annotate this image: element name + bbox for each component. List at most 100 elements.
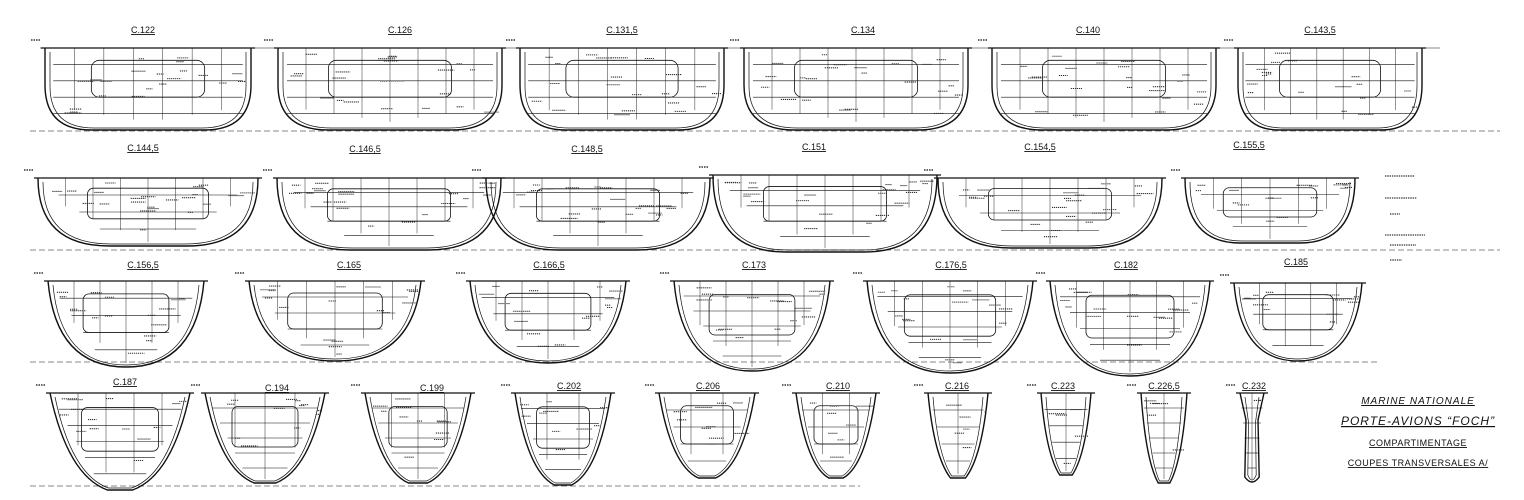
hull-section: C.151: [699, 142, 941, 253]
inner-shell: [253, 284, 417, 360]
hull-section: C.187: [36, 377, 194, 491]
hull-outline: [1237, 48, 1423, 131]
hull-section: C.206: [645, 381, 759, 479]
compartment-box: [565, 59, 679, 98]
hull-section: C.148,5: [472, 144, 714, 251]
hull-outline: [743, 48, 969, 131]
section-label: C.151: [802, 142, 826, 152]
inner-shell: [1242, 52, 1418, 129]
inner-shell: [281, 181, 497, 249]
inner-shell: [369, 396, 467, 482]
inner-shell: [663, 396, 751, 477]
hull-outline: [795, 392, 877, 479]
section-label: C.155,5: [1233, 140, 1265, 150]
section-label: C.173: [742, 260, 766, 270]
section-label: C.146,5: [349, 144, 381, 154]
title-line-2: PORTE-AVIONS “FOCH”: [1341, 414, 1495, 428]
section-label: C.216: [945, 381, 969, 391]
section-label: C.143,5: [1304, 25, 1336, 35]
hull-section: C.202: [501, 381, 615, 486]
section-label: C.206: [696, 381, 720, 391]
hull-outline: [1140, 392, 1188, 484]
section-label: C.131,5: [606, 25, 638, 35]
section-label: C.187: [113, 377, 137, 387]
inner-shell: [209, 396, 321, 482]
inner-shell: [474, 284, 622, 362]
section-label: C.210: [826, 381, 850, 391]
inner-shell: [1244, 396, 1260, 481]
hull-outline: [927, 392, 989, 479]
title-line-1: MARINE NATIONALE: [1361, 396, 1475, 407]
compartment-box: [1279, 59, 1382, 98]
section-label: C.126: [388, 25, 412, 35]
inner-shell: [748, 52, 964, 129]
hull-outline: [1040, 392, 1092, 476]
section-label: C.199: [420, 383, 444, 393]
inner-shell: [1189, 181, 1351, 242]
hull-section: C.185: [1220, 257, 1366, 362]
hull-section: C.199: [351, 383, 475, 484]
hull-section: C.154,5: [924, 142, 1166, 249]
hull-outline: [514, 392, 612, 486]
hull-outline: [519, 48, 725, 131]
hull-section: C.131,5: [506, 25, 728, 131]
hull-section: C.144,5: [24, 143, 262, 247]
hull-outline: [37, 177, 259, 247]
hull-section: C.165: [235, 260, 425, 362]
hull-outline: [364, 392, 472, 484]
section-label: C.154,5: [1024, 142, 1056, 152]
hull-outline: [47, 280, 205, 368]
section-label: C.134: [851, 25, 875, 35]
hull-sections: C.122 C.126 C.131,5 C.134 C.140 C.143,5C.144,…: [24, 25, 1500, 491]
inner-shell: [678, 284, 826, 370]
section-label: C.185: [1284, 257, 1308, 267]
hull-outline: [658, 392, 756, 479]
title-line-3: COMPARTIMENTAGE: [1369, 438, 1467, 448]
inner-shell: [490, 181, 706, 249]
hull-outline: [1233, 282, 1363, 362]
section-label: C.144,5: [127, 143, 159, 153]
inner-shell: [42, 181, 254, 245]
section-label: C.165: [337, 260, 361, 270]
hull-section: C.232: [1226, 381, 1268, 483]
compartment-box: [536, 406, 590, 449]
hull-section: C.134: [730, 25, 972, 131]
section-label: C.226,5: [1148, 381, 1180, 391]
hull-outline: [937, 177, 1163, 249]
hull-section: C.122: [31, 25, 255, 131]
hull-section: C.194: [191, 383, 329, 484]
section-label: C.202: [557, 381, 581, 391]
hull-section: C.176,5: [853, 260, 1037, 374]
hull-outline: [44, 48, 252, 131]
hull-outline: [1239, 392, 1265, 483]
inner-shell: [871, 284, 1029, 372]
section-label: C.232: [1242, 381, 1266, 391]
inner-shell: [1145, 396, 1183, 482]
compartment-box: [81, 407, 159, 452]
inner-shell: [524, 52, 720, 129]
section-label: C.122: [131, 25, 155, 35]
hull-outline: [1184, 177, 1356, 244]
section-label: C.140: [1076, 25, 1100, 35]
hull-outline: [1049, 280, 1211, 377]
compartment-box: [90, 59, 206, 98]
section-label: C.223: [1051, 381, 1075, 391]
signature-block: [1385, 175, 1425, 261]
hull-section: C.126: [264, 25, 506, 131]
section-label: C.156,5: [127, 260, 159, 270]
hull-outline: [248, 280, 422, 362]
hull-outline: [866, 280, 1034, 374]
section-label: C.176,5: [935, 260, 967, 270]
compartment-box: [1262, 294, 1334, 331]
section-label: C.194: [265, 383, 289, 393]
hull-section: C.210: [782, 381, 880, 479]
inner-shell: [1045, 396, 1087, 474]
inner-shell: [282, 52, 498, 129]
hull-outline: [673, 280, 831, 372]
hull-section: C.166,5: [456, 260, 630, 364]
hull-outline: [204, 392, 326, 484]
title-block: MARINE NATIONALE PORTE-AVIONS “FOCH” COM…: [1341, 396, 1495, 468]
inner-shell: [996, 52, 1212, 129]
hull-outline: [469, 280, 627, 364]
